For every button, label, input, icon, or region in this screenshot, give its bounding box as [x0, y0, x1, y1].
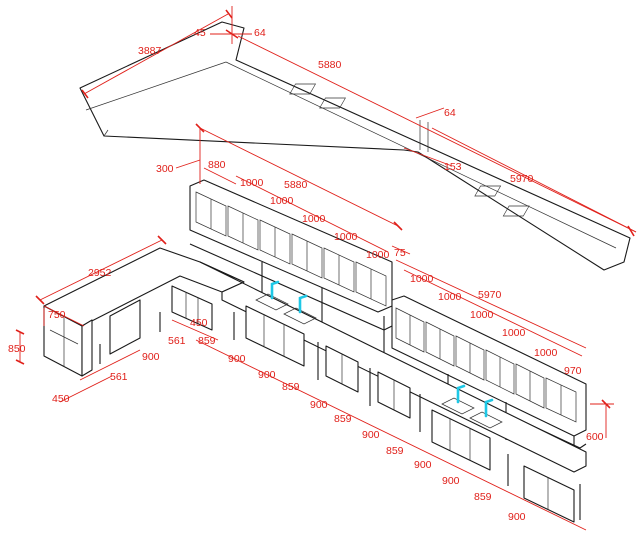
svg-text:1000: 1000 [270, 195, 294, 207]
dim-line [237, 35, 637, 233]
svg-text:750: 750 [48, 309, 66, 321]
dim-label: 5880 [318, 59, 342, 71]
svg-text:300: 300 [156, 163, 174, 175]
svg-text:1000: 1000 [366, 249, 390, 261]
top-plan-outline [79, 21, 631, 271]
svg-text:1000: 1000 [302, 213, 326, 225]
top-plan-inner-edge [225, 61, 617, 249]
svg-text:859: 859 [334, 413, 352, 425]
sink-bowl [283, 307, 317, 325]
sink-cutout [502, 205, 530, 217]
sink-cutout [289, 83, 317, 95]
dim-label: 64 [444, 107, 456, 119]
sink-bowl [255, 293, 289, 311]
svg-text:1000: 1000 [334, 231, 358, 243]
svg-text:1000: 1000 [438, 291, 462, 303]
faucet-icon [270, 280, 280, 300]
svg-text:900: 900 [142, 351, 160, 363]
dim-tick [81, 89, 89, 99]
dim-label: 45 [194, 27, 206, 39]
faucet-icon [456, 384, 466, 404]
base-cabinet-left-wing [109, 299, 141, 355]
sink-cutout [474, 185, 502, 197]
wall-cabinet-doors-left [195, 191, 387, 307]
svg-text:1000: 1000 [502, 327, 526, 339]
base-bench-run [43, 247, 587, 523]
svg-text:900: 900 [258, 369, 276, 381]
dim-line [83, 13, 229, 95]
dim-label: 153 [444, 161, 462, 173]
dim-line [403, 147, 453, 167]
svg-text:850: 850 [8, 343, 26, 355]
svg-text:75: 75 [394, 247, 406, 259]
svg-text:859: 859 [386, 445, 404, 457]
dim-tick [225, 9, 233, 19]
sink-cabinet [431, 409, 491, 471]
svg-text:2952: 2952 [88, 267, 112, 279]
svg-text:859: 859 [474, 491, 492, 503]
dim-label: 64 [254, 27, 266, 39]
top-plan-inner-edge [85, 61, 227, 111]
dim-tick [627, 225, 635, 237]
svg-text:5970: 5970 [478, 289, 502, 301]
svg-text:900: 900 [362, 429, 380, 441]
countertop-left-wing [43, 247, 245, 327]
faucets [270, 280, 494, 418]
dim-tick [225, 29, 239, 39]
svg-text:900: 900 [310, 399, 328, 411]
dim-line [431, 127, 637, 233]
upper-wall-cabinets [189, 179, 587, 470]
dim-line [415, 107, 445, 119]
svg-text:561: 561 [110, 371, 128, 383]
svg-text:1000: 1000 [240, 177, 264, 189]
svg-text:5880: 5880 [284, 179, 308, 191]
svg-text:1000: 1000 [470, 309, 494, 321]
wall-cabinet-doors-right [395, 307, 577, 423]
top-plan-dimensions: 3887 45 64 5880 64 153 5970 [81, 6, 637, 237]
sink-bowl [469, 411, 503, 429]
base-run-dimensions: 2952 750 850 450 859 561 900 561 450 900… [8, 235, 587, 531]
svg-text:859: 859 [282, 381, 300, 393]
svg-text:880: 880 [208, 159, 226, 171]
svg-text:900: 900 [442, 475, 460, 487]
svg-text:450: 450 [52, 393, 70, 405]
sink-bowl [441, 397, 475, 415]
top-plan-front-edge [103, 129, 109, 137]
svg-text:900: 900 [414, 459, 432, 471]
svg-text:900: 900 [508, 511, 526, 523]
svg-text:900: 900 [228, 353, 246, 365]
corner-cabinet [171, 285, 213, 331]
svg-text:450: 450 [190, 317, 208, 329]
svg-text:1000: 1000 [534, 347, 558, 359]
upper-cabinet-dimensions: 300 880 5880 1000 1000 1000 1000 1000 75… [156, 123, 614, 443]
faucet-icon [298, 294, 308, 314]
dim-label: 5970 [510, 173, 534, 185]
faucet-icon [484, 398, 494, 418]
svg-text:1000: 1000 [410, 273, 434, 285]
dim-label: 3887 [138, 45, 162, 57]
sink-cabinet [245, 305, 305, 367]
end-cabinet-side [81, 319, 93, 377]
sink-cutout [319, 97, 346, 109]
wall-cabinet-run-right [391, 295, 587, 437]
svg-text:561: 561 [168, 335, 186, 347]
svg-text:970: 970 [564, 365, 582, 377]
base-cabinet [523, 465, 575, 523]
svg-text:600: 600 [586, 431, 604, 443]
top-plan-view [79, 21, 631, 271]
svg-text:859: 859 [198, 335, 216, 347]
